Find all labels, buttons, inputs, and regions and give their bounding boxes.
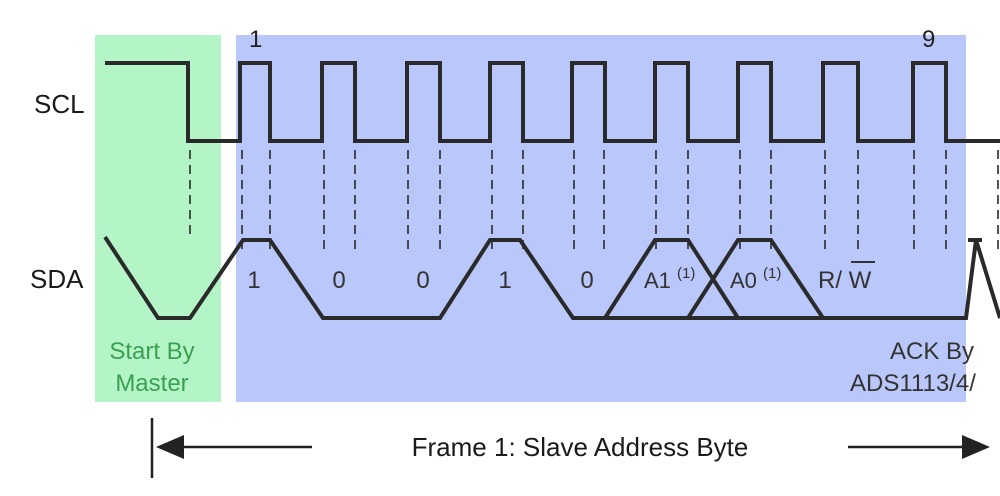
bit-label-2: 0 <box>332 267 345 294</box>
start-caption-line2: Master <box>115 370 188 397</box>
sda-label: SDA <box>30 264 84 294</box>
address-pin-a0-name: A0 <box>730 268 757 293</box>
clock-number-first: 1 <box>249 26 262 53</box>
address-pin-a1-note: (1) <box>677 265 695 282</box>
timing-markers <box>189 150 999 250</box>
address-frame-zone <box>236 35 966 402</box>
frame-label: Frame 1: Slave Address Byte <box>412 432 749 462</box>
address-pin-a0-note: (1) <box>763 265 781 282</box>
start-caption: Start By <box>109 338 194 365</box>
sda-address-bit-a0 <box>686 238 825 320</box>
clock-number-last: 9 <box>922 26 935 53</box>
start-condition-zone <box>95 35 221 402</box>
write-bar-label: W <box>849 267 872 294</box>
bit-label-4: 1 <box>498 267 511 294</box>
bit-label-3: 0 <box>416 267 429 294</box>
address-pin-a1-label: A1 (1) <box>644 265 695 293</box>
ack-caption-line2: ADS1113/4/ <box>850 370 976 397</box>
frame-arrow-left-head <box>156 435 184 459</box>
bit-label-5: 0 <box>580 267 593 294</box>
read-write-label: R/ W <box>818 267 872 294</box>
ack-caption: ACK By <box>890 338 974 365</box>
read-label: R/ <box>818 267 842 294</box>
scl-label: SCL <box>34 89 85 119</box>
sda-waveform <box>103 235 1000 320</box>
bit-label-1: 1 <box>247 267 260 294</box>
scl-waveform <box>105 61 1000 143</box>
address-pin-a0-label: A0 (1) <box>730 265 781 293</box>
address-pin-a1-name: A1 <box>644 268 671 293</box>
frame-arrow-right-head <box>962 435 990 459</box>
